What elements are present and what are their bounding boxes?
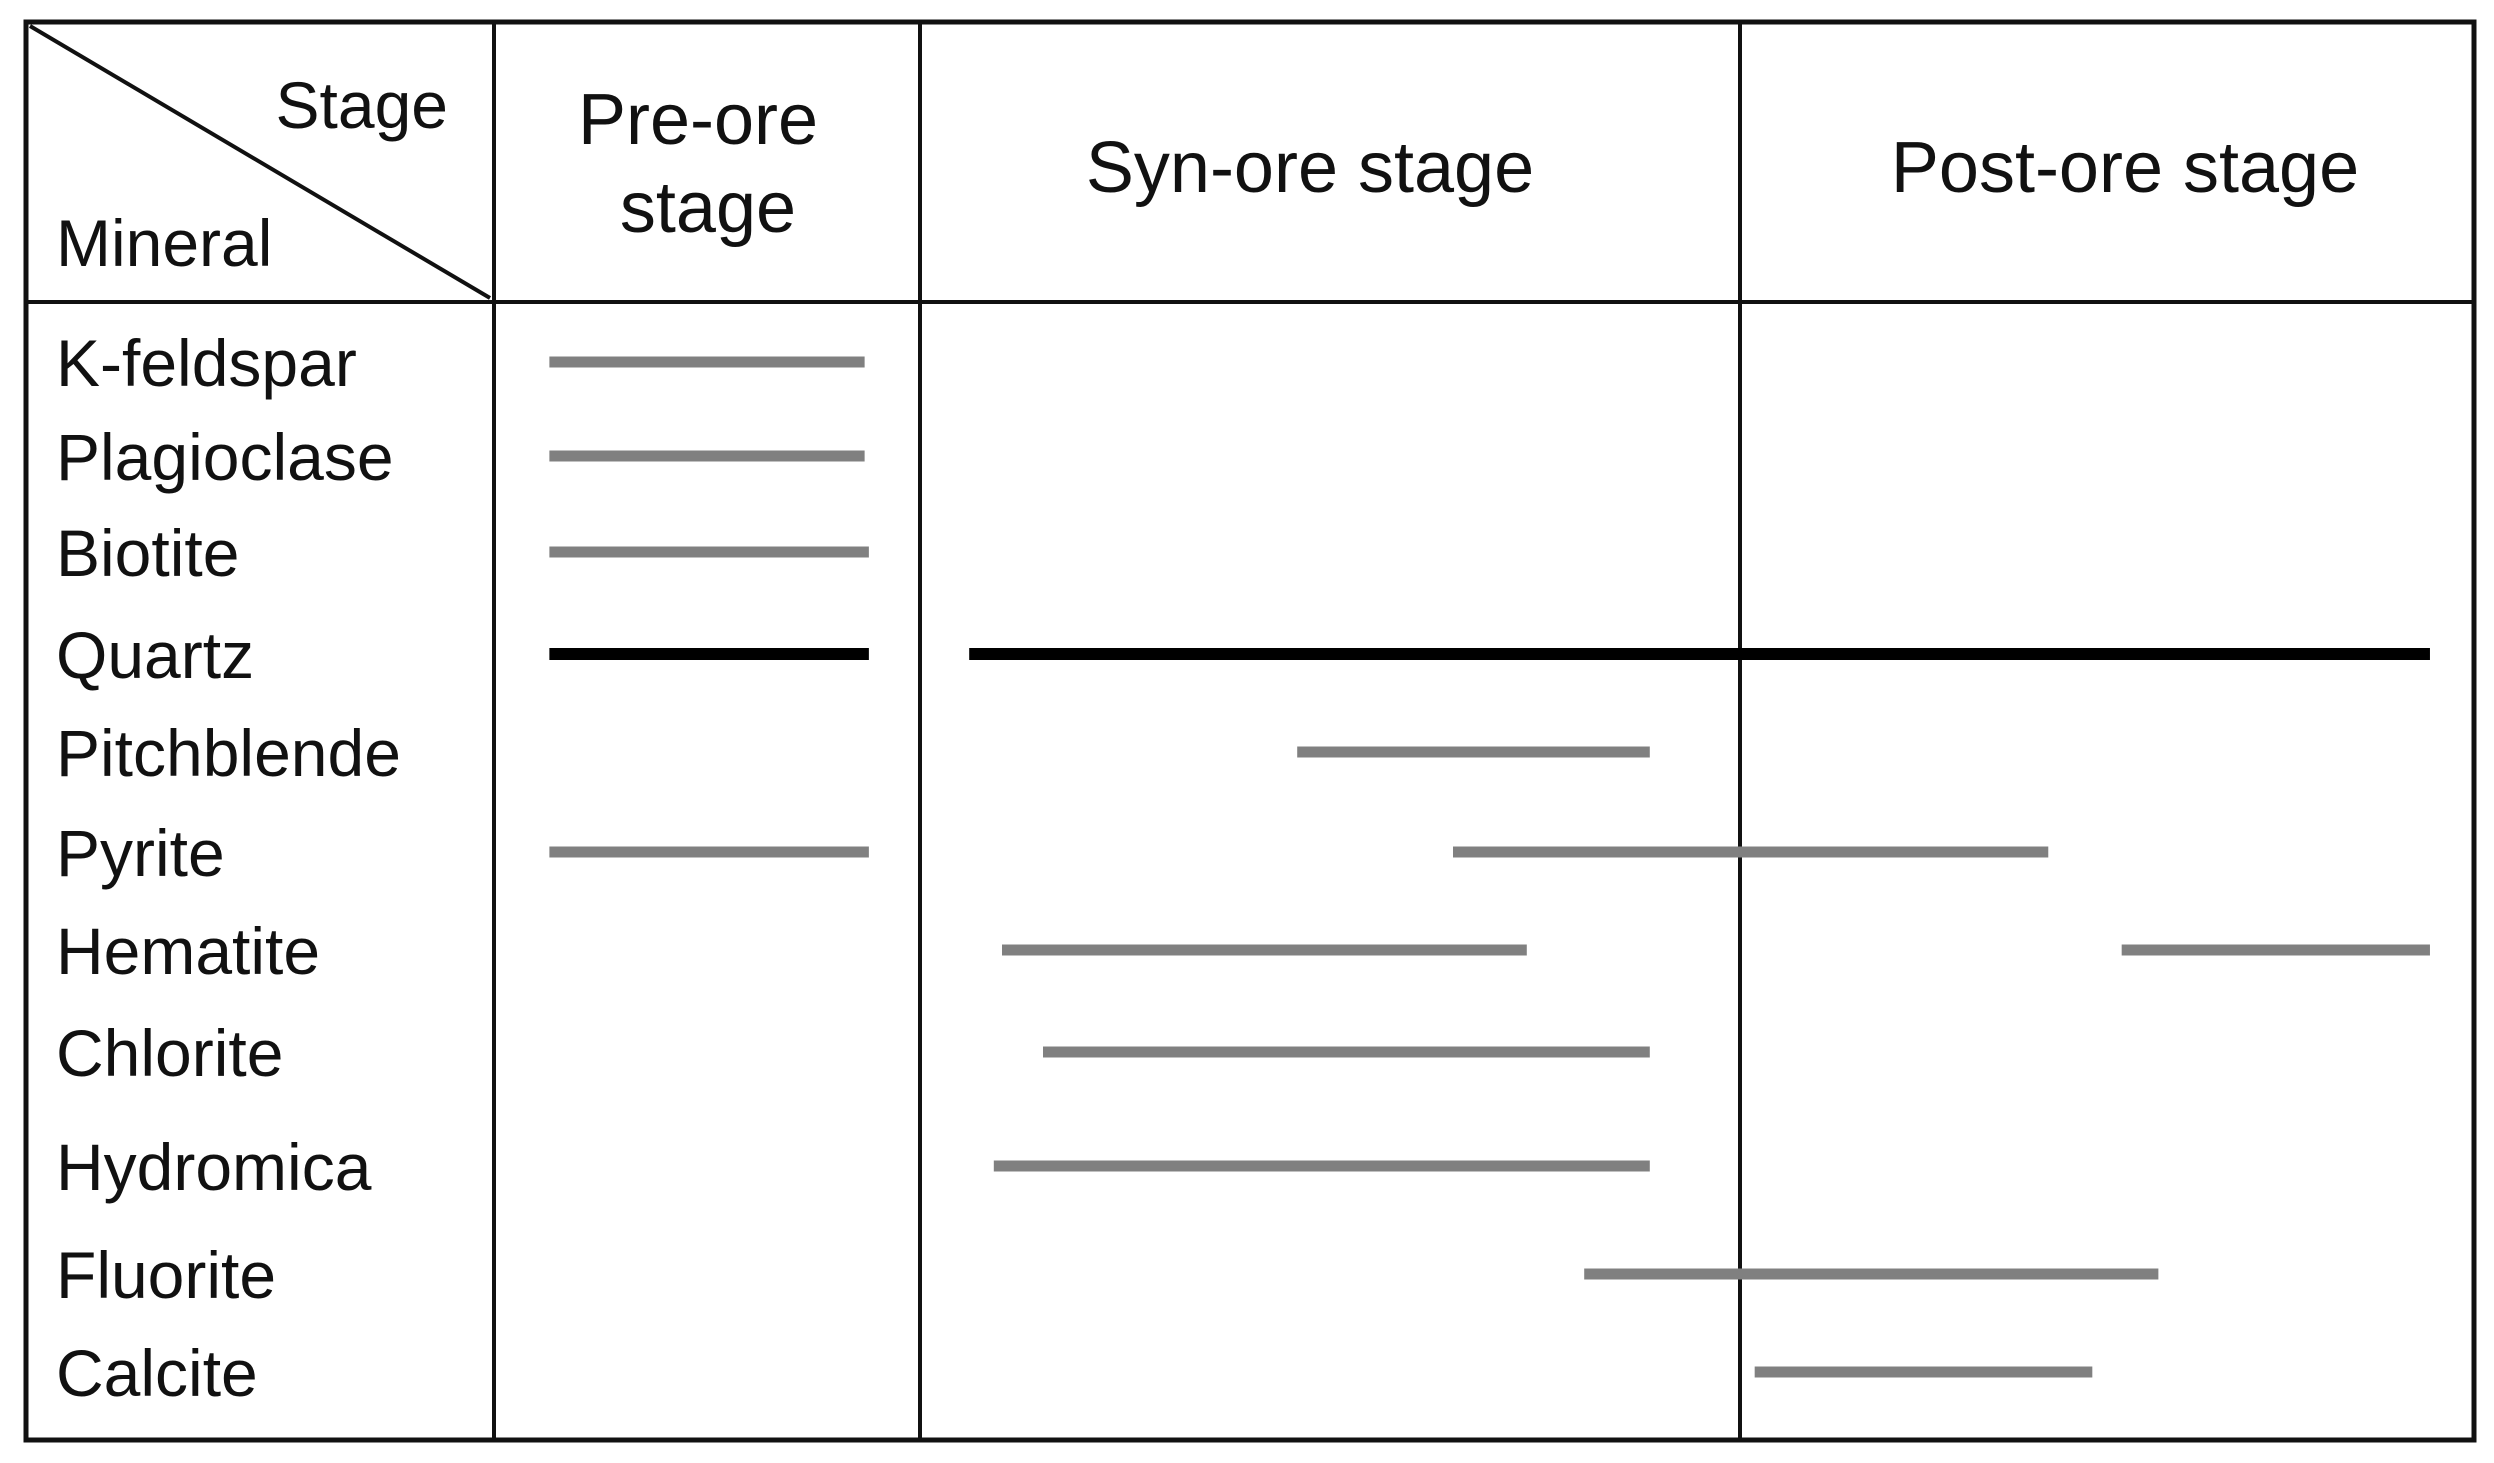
mineral-label-pyrite: Pyrite: [56, 816, 225, 890]
mineral-label-biotite: Biotite: [56, 516, 239, 590]
mineral-bars: [549, 356, 2430, 1378]
corner-mineral-label: Mineral: [56, 206, 272, 280]
mineral-label-hydromica: Hydromica: [56, 1130, 372, 1204]
corner-stage-label: Stage: [276, 68, 448, 142]
stage-header-post-ore: Post-ore stage: [1891, 128, 2359, 208]
stage-header-pre-ore: Pre-ore stage: [578, 80, 838, 248]
stage-header-pre-ore-line-2: stage: [620, 168, 796, 248]
mineral-label-hematite: Hematite: [56, 914, 320, 988]
mineral-label-fluorite: Fluorite: [56, 1238, 276, 1312]
mineral-label-plagioclase: Plagioclase: [56, 420, 394, 494]
mineral-label-quartz: Quartz: [56, 618, 254, 692]
mineral-label-k-feldspar: K-feldspar: [56, 326, 357, 400]
mineral-label-calcite: Calcite: [56, 1336, 258, 1410]
mineral-label-chlorite: Chlorite: [56, 1016, 283, 1090]
mineral-labels: K-feldsparPlagioclaseBiotiteQuartzPitchb…: [56, 326, 401, 1410]
stage-header-syn-ore: Syn-ore stage: [1086, 128, 1534, 208]
table-frame: [23, 19, 2477, 1443]
corner-diagonal: [28, 24, 492, 300]
stage-header-pre-ore-line-1: Pre-ore: [578, 80, 818, 160]
mineral-label-pitchblende: Pitchblende: [56, 716, 401, 790]
table-grid: [23, 19, 2477, 1443]
